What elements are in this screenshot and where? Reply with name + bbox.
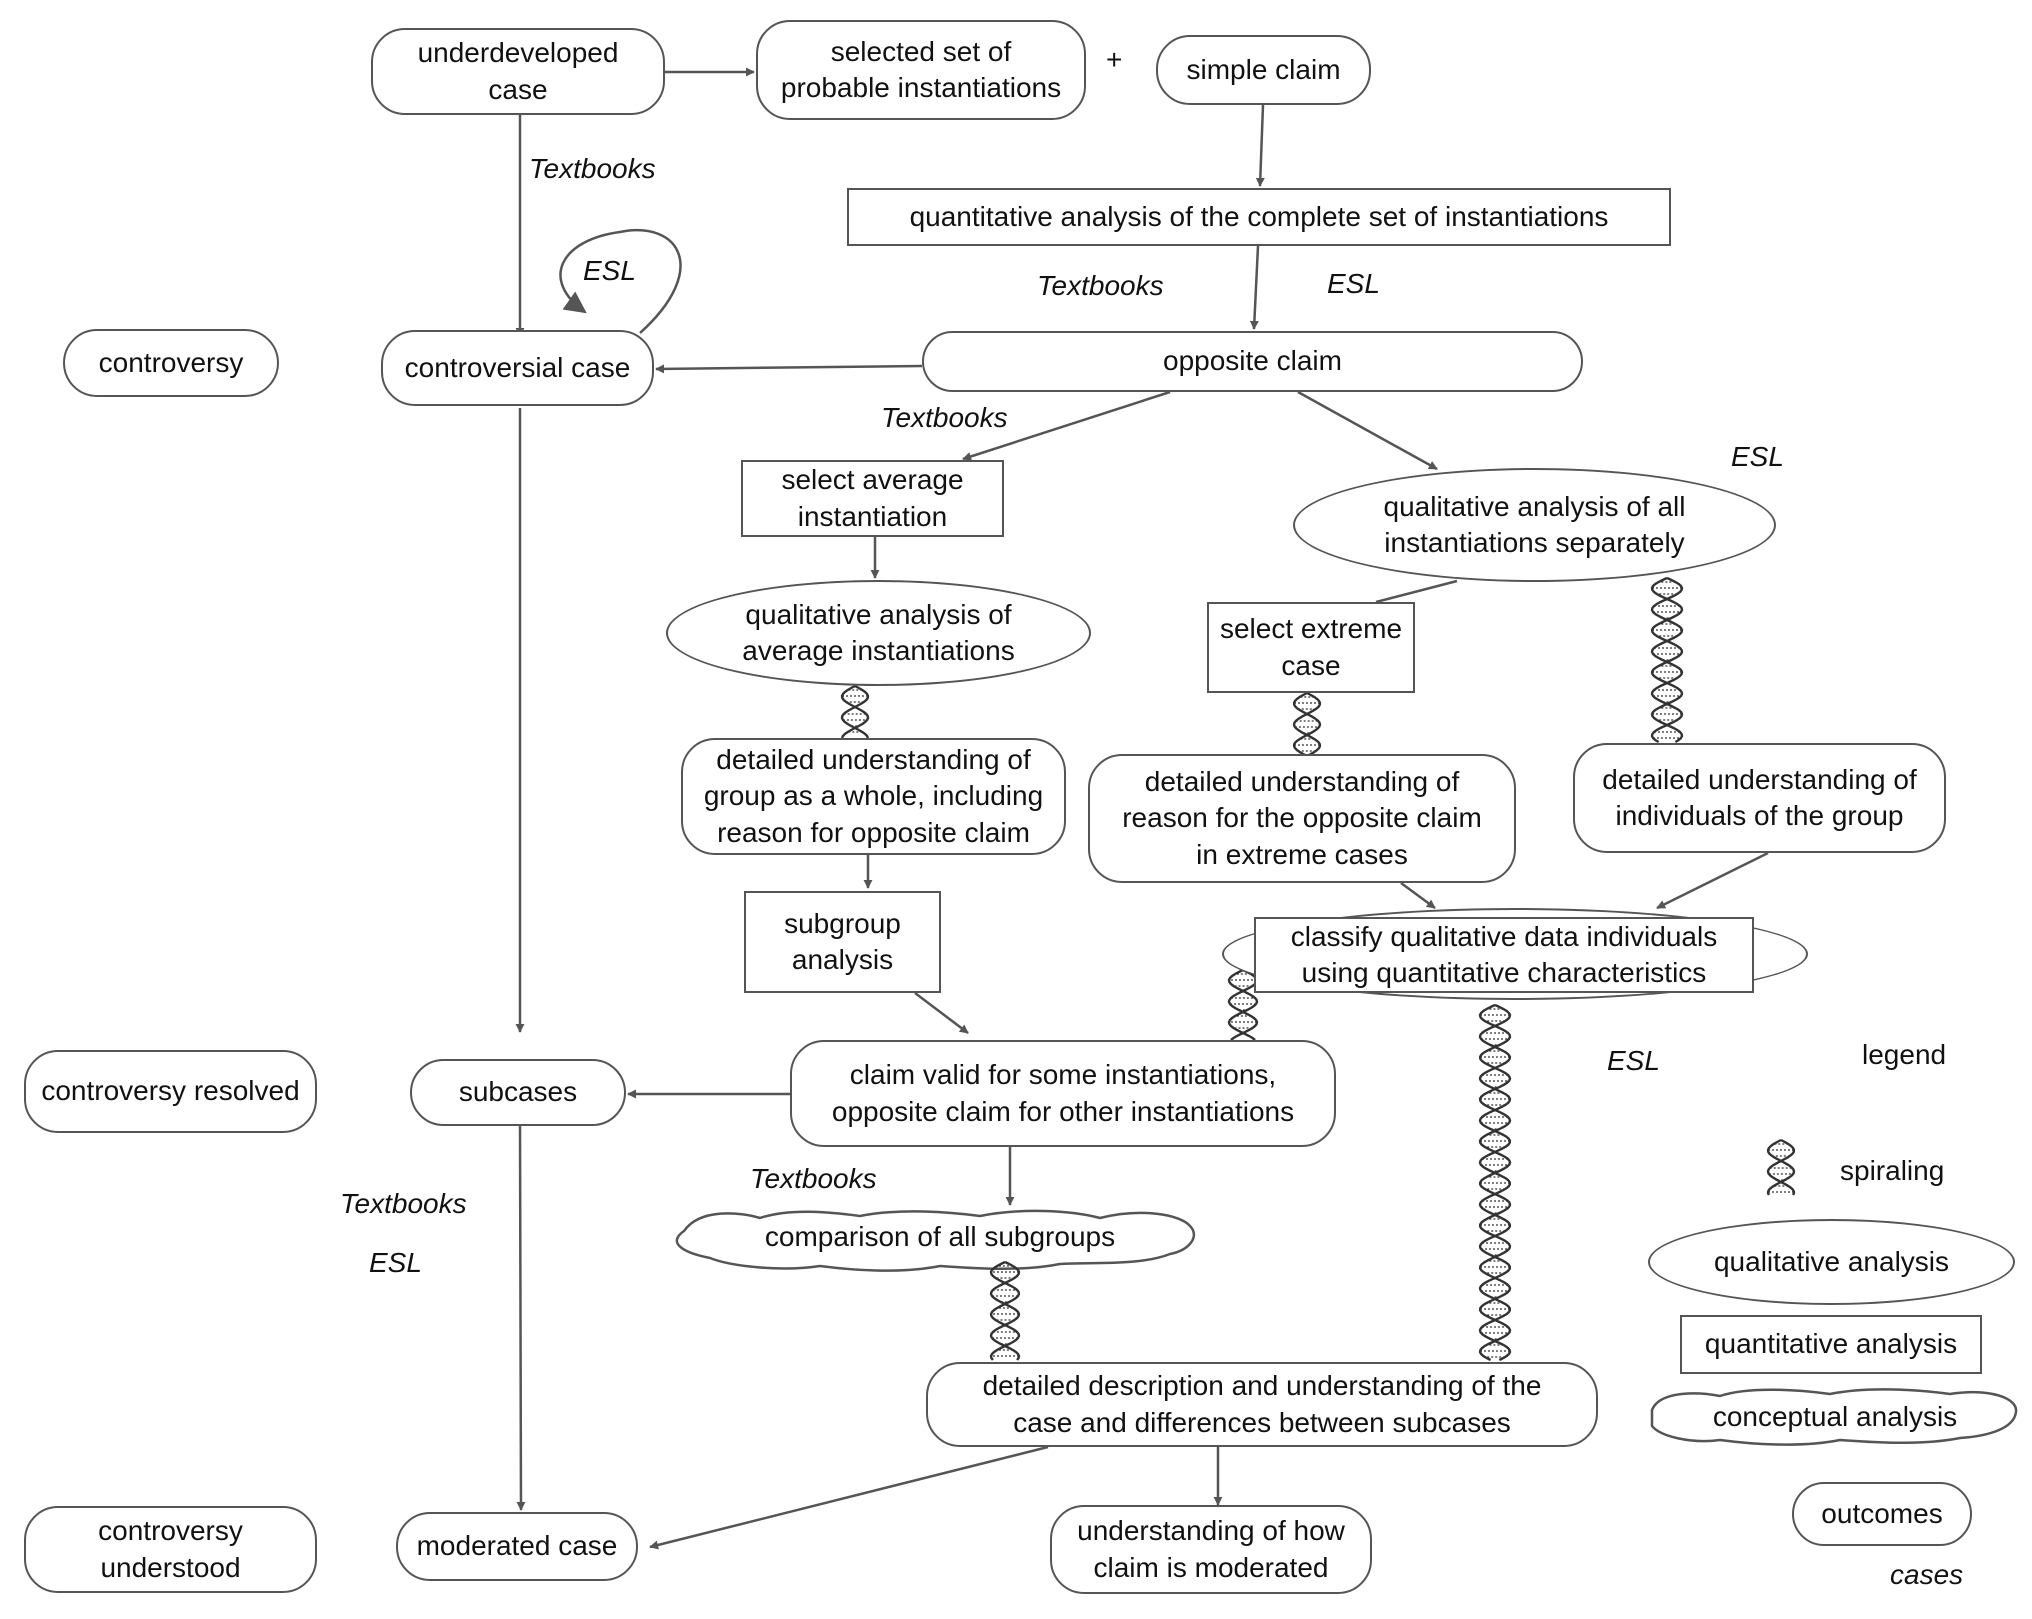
node-detail-individuals: detailed understanding of individuals of… bbox=[1573, 743, 1946, 853]
edge-opposite-to-qual-all bbox=[1297, 390, 1438, 471]
label-textbooks-1: Textbooks bbox=[529, 153, 656, 184]
edge-subgroup-to-claim-valid bbox=[914, 992, 969, 1034]
node-selected-set: selected set of probable instantiations bbox=[756, 20, 1086, 120]
edge-subcases-to-moderated bbox=[516, 1125, 526, 1511]
legend-qualitative: qualitative analysis bbox=[1648, 1219, 2015, 1305]
spiraling-helices bbox=[840, 576, 1796, 1362]
node-moderated-case: moderated case bbox=[396, 1512, 638, 1581]
label-esl-3: ESL bbox=[1731, 441, 1784, 472]
node-comparison-subgroups: comparison of all subgroups bbox=[764, 1220, 1116, 1252]
node-qual-average: qualitative analysis of average instanti… bbox=[666, 580, 1091, 686]
legend-cases: cases bbox=[1890, 1559, 1964, 1590]
node-subcases: subcases bbox=[410, 1059, 626, 1126]
helix-classify-to-claim-valid bbox=[1227, 968, 1259, 1041]
edge-detailed-to-moderated bbox=[649, 1445, 1049, 1550]
legend-cloud-shape bbox=[1650, 1388, 2018, 1446]
node-select-average: select average instantiation bbox=[741, 460, 1004, 537]
node-understanding-moderated: understanding of how claim is moderated bbox=[1050, 1505, 1372, 1594]
edge-opposite-to-controversial bbox=[655, 364, 923, 374]
label-esl-2: ESL bbox=[1327, 268, 1380, 299]
node-simple-claim: simple claim bbox=[1156, 35, 1371, 105]
helix-qual-average-to-group bbox=[840, 684, 870, 739]
legend-quantitative: quantitative analysis bbox=[1680, 1315, 1982, 1374]
helix-extreme-to-reason bbox=[1292, 691, 1322, 758]
node-select-extreme: select extreme case bbox=[1207, 602, 1415, 693]
edge-opposite-to-select-average bbox=[962, 390, 1171, 461]
legend-outcomes: outcomes bbox=[1792, 1482, 1972, 1546]
label-esl-4: ESL bbox=[1607, 1045, 1660, 1076]
edge-esl-loop bbox=[559, 229, 682, 334]
cloud-comparison-shape bbox=[675, 1209, 1196, 1272]
label-textbooks-2: Textbooks bbox=[1037, 270, 1164, 301]
plus-sign: + bbox=[1106, 44, 1123, 75]
edge-individuals-to-classify bbox=[1656, 851, 1769, 910]
legend-spiraling-label: spiraling bbox=[1840, 1155, 1945, 1186]
node-claim-valid: claim valid for some instantiations, opp… bbox=[790, 1040, 1336, 1147]
legend-conceptual: conceptual analysis bbox=[1712, 1400, 1958, 1432]
node-controversial-case: controversial case bbox=[381, 330, 654, 406]
node-detailed-description: detailed description and understanding o… bbox=[926, 1362, 1598, 1447]
edge-simple-to-quant bbox=[1255, 104, 1265, 187]
node-detail-reason-extreme: detailed understanding of reason for the… bbox=[1088, 754, 1516, 883]
node-classify: classify qualitative data individuals us… bbox=[1254, 917, 1754, 993]
helix-qual-all-to-individuals bbox=[1650, 576, 1684, 744]
legend-title: legend bbox=[1862, 1039, 1947, 1070]
node-qual-all-separately: qualitative analysis of all instantiatio… bbox=[1293, 468, 1776, 582]
label-esl-loop: ESL bbox=[583, 255, 636, 286]
node-detail-group-whole: detailed understanding of group as a who… bbox=[681, 738, 1066, 855]
stage-controversy-understood: controversy understood bbox=[24, 1506, 317, 1593]
edge-quant-to-opposite bbox=[1249, 245, 1260, 330]
label-esl-5: ESL bbox=[369, 1247, 422, 1278]
stage-controversy: controversy bbox=[63, 329, 279, 397]
legend-spiraling-icon bbox=[1766, 1138, 1796, 1196]
node-quant-complete: quantitative analysis of the complete se… bbox=[847, 188, 1671, 246]
node-underdeveloped-case: underdeveloped case bbox=[371, 28, 665, 115]
edge-qual-all-to-select-extreme bbox=[1375, 579, 1458, 604]
helix-comparison-to-detailed bbox=[989, 1260, 1021, 1361]
edge-reason-extreme-to-classify bbox=[1400, 881, 1436, 910]
label-textbooks-5: Textbooks bbox=[340, 1188, 467, 1219]
helix-classify-to-detailed bbox=[1478, 1003, 1512, 1362]
label-textbooks-3: Textbooks bbox=[881, 402, 1008, 433]
stage-controversy-resolved: controversy resolved bbox=[24, 1050, 317, 1133]
node-subgroup-analysis: subgroup analysis bbox=[744, 891, 941, 993]
label-textbooks-4: Textbooks bbox=[750, 1163, 877, 1194]
node-opposite-claim: opposite claim bbox=[922, 331, 1583, 392]
